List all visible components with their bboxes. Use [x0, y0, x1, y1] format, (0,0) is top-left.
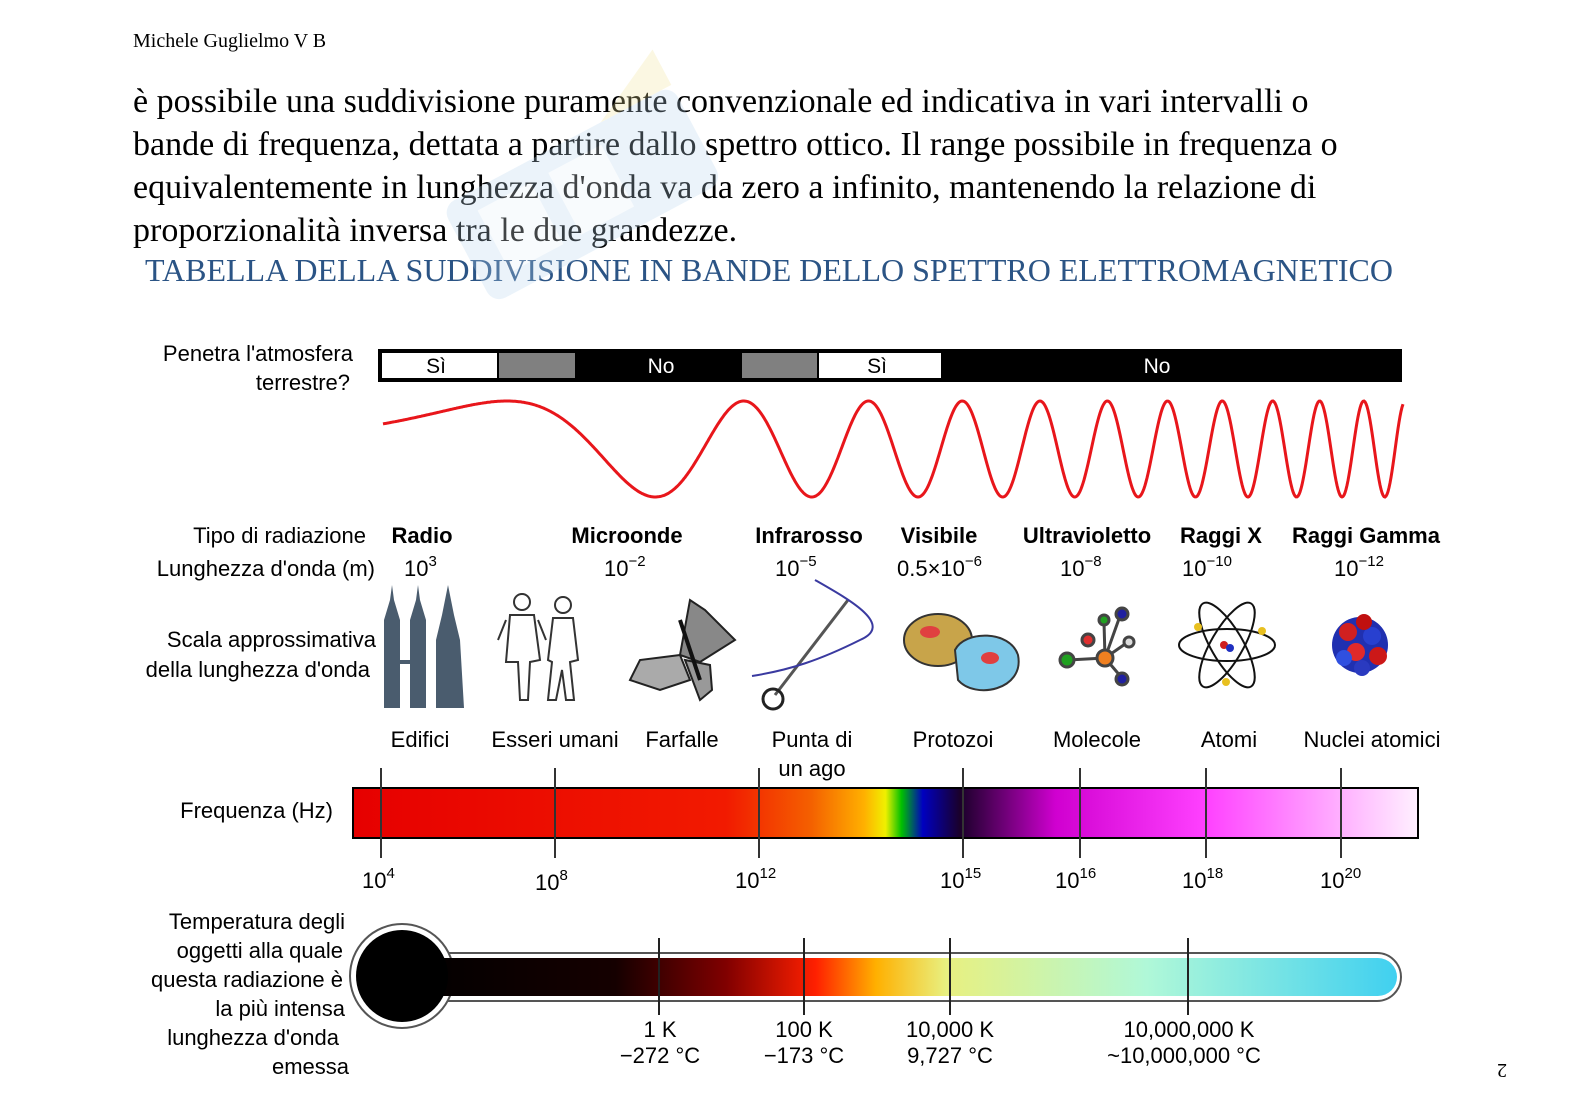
- wavelength-value: 0.5×10−6: [897, 553, 982, 581]
- row-label-radiation-type: Tipo di radiazione: [193, 523, 366, 548]
- row-label-scale: Scala approssimativa: [167, 627, 377, 652]
- radiation-name: Microonde: [571, 523, 682, 548]
- frequency-tick-label: 1018: [1182, 865, 1223, 893]
- scale-object-label: Atomi: [1201, 727, 1257, 752]
- butterfly-icon: [628, 598, 737, 702]
- row-label-frequency: Frequenza (Hz): [180, 798, 333, 823]
- author-name: Michele Guglielmo V B: [133, 30, 327, 52]
- atmosphere-no-label: No: [1144, 355, 1171, 378]
- atmosphere-partial-segment: [742, 353, 817, 378]
- radiation-type-ultraviolet: Ultravioletto 10−8: [1023, 523, 1151, 581]
- atmosphere-yes-segment: [819, 353, 941, 378]
- atmosphere-label: terrestre?: [256, 370, 350, 395]
- scale-object-label: Edifici: [391, 727, 450, 752]
- atmosphere-yes-label: Sì: [867, 355, 887, 378]
- row-label-temperature: la più intensa: [215, 996, 345, 1021]
- atmosphere-partial-segment: [499, 353, 575, 378]
- paragraph-line: proporzionalità inversa tra le due grand…: [133, 212, 738, 249]
- radiation-name: Infrarosso: [755, 523, 863, 548]
- row-label-temperature: questa radiazione è: [151, 967, 343, 992]
- frequency-tick-label: 1020: [1320, 865, 1361, 893]
- row-label-temperature: oggetti alla quale: [177, 938, 343, 963]
- page-number: 2: [1497, 1059, 1507, 1081]
- wavelength-value: 10−5: [775, 553, 817, 581]
- atom-icon: [1178, 601, 1276, 689]
- wavelength-value: 10−12: [1334, 553, 1384, 581]
- wavelength-value: 10−10: [1182, 553, 1232, 581]
- radiation-type-microwave: Microonde 10−2: [571, 523, 682, 581]
- frequency-bar: [352, 787, 1419, 839]
- radiation-type-radio: Radio 103: [391, 523, 452, 581]
- temperature-kelvin: 1 K: [643, 1017, 676, 1042]
- frequency-tick-label: 108: [535, 867, 568, 895]
- section-heading: TABELLA DELLA SUDDIVISIONE IN BANDE DELL…: [145, 252, 1393, 288]
- radiation-name: Radio: [391, 523, 452, 548]
- radiation-name: Raggi Gamma: [1292, 523, 1441, 548]
- scale-object-label: Farfalle: [645, 727, 718, 752]
- temperature-celsius: ~10,000,000 °C: [1107, 1043, 1261, 1068]
- frequency-ticks: [380, 768, 1342, 858]
- radiation-type-gamma: Raggi Gamma 10−12: [1292, 523, 1441, 581]
- row-label-wavelength: Lunghezza d'onda (m): [157, 556, 375, 581]
- row-label-temperature: Temperatura degli: [169, 909, 345, 934]
- temperature-kelvin: 10,000 K: [906, 1017, 994, 1042]
- row-label-temperature: emessa: [272, 1054, 350, 1079]
- wavelength-value: 103: [404, 553, 437, 581]
- radiation-name: Ultravioletto: [1023, 523, 1151, 548]
- frequency-tick-label: 1012: [735, 865, 776, 893]
- atmosphere-yes-label: Sì: [426, 355, 446, 378]
- molecule-icon: [1058, 606, 1136, 687]
- frequency-tick-label: 104: [362, 865, 395, 893]
- scale-object-label: Esseri umani: [491, 727, 618, 752]
- atmosphere-yes-segment: [382, 353, 497, 378]
- radiation-name: Raggi X: [1180, 523, 1262, 548]
- wavelength-value: 10−2: [604, 553, 646, 581]
- temperature-celsius: −173 °C: [764, 1043, 844, 1068]
- temperature-ticks: [658, 938, 1189, 1015]
- scale-object-label: un ago: [778, 756, 845, 781]
- humans-icon: [497, 593, 580, 701]
- atmosphere-no-label: No: [648, 355, 675, 378]
- nucleus-icon: [1332, 614, 1388, 676]
- wavelength-value: 10−8: [1060, 553, 1102, 581]
- scale-object-label: Punta di: [772, 727, 853, 752]
- scale-object-label: Molecole: [1053, 727, 1141, 752]
- temperature-celsius: −272 °C: [620, 1043, 700, 1068]
- radiation-type-xray: Raggi X 10−10: [1180, 523, 1262, 581]
- watermark-logo: [446, 49, 719, 300]
- scale-object-label: Protozoi: [913, 727, 994, 752]
- paragraph-line: bande di frequenza, dettata a partire da…: [133, 126, 1338, 163]
- radiation-type-infrared: Infrarosso 10−5: [755, 523, 863, 581]
- body-paragraph: è possibile una suddivisione puramente c…: [133, 80, 1463, 252]
- radiation-type-visible: Visibile 0.5×10−6: [897, 523, 982, 581]
- frequency-tick-label: 1015: [940, 865, 981, 893]
- wave-curve: [382, 399, 1405, 499]
- scale-object-label: Nuclei atomici: [1304, 727, 1441, 752]
- row-label-temperature: lunghezza d'onda: [167, 1025, 340, 1050]
- buildings-icon: [384, 585, 464, 708]
- paragraph-line: equivalentemente in lunghezza d'onda va …: [133, 169, 1317, 206]
- radiation-name: Visibile: [901, 523, 978, 548]
- temperature-kelvin: 100 K: [775, 1017, 833, 1042]
- thermometer: [349, 923, 1402, 1029]
- row-label-scale: della lunghezza d'onda: [146, 657, 371, 682]
- frequency-tick-label: 1016: [1055, 865, 1096, 893]
- temperature-celsius: 9,727 °C: [907, 1043, 993, 1068]
- needle-icon: [751, 579, 874, 711]
- protozoa-icon: [903, 613, 1020, 692]
- temperature-kelvin: 10,000,000 K: [1124, 1017, 1255, 1042]
- atmosphere-label: Penetra l'atmosfera: [163, 341, 354, 366]
- paragraph-line: è possibile una suddivisione puramente c…: [133, 83, 1309, 120]
